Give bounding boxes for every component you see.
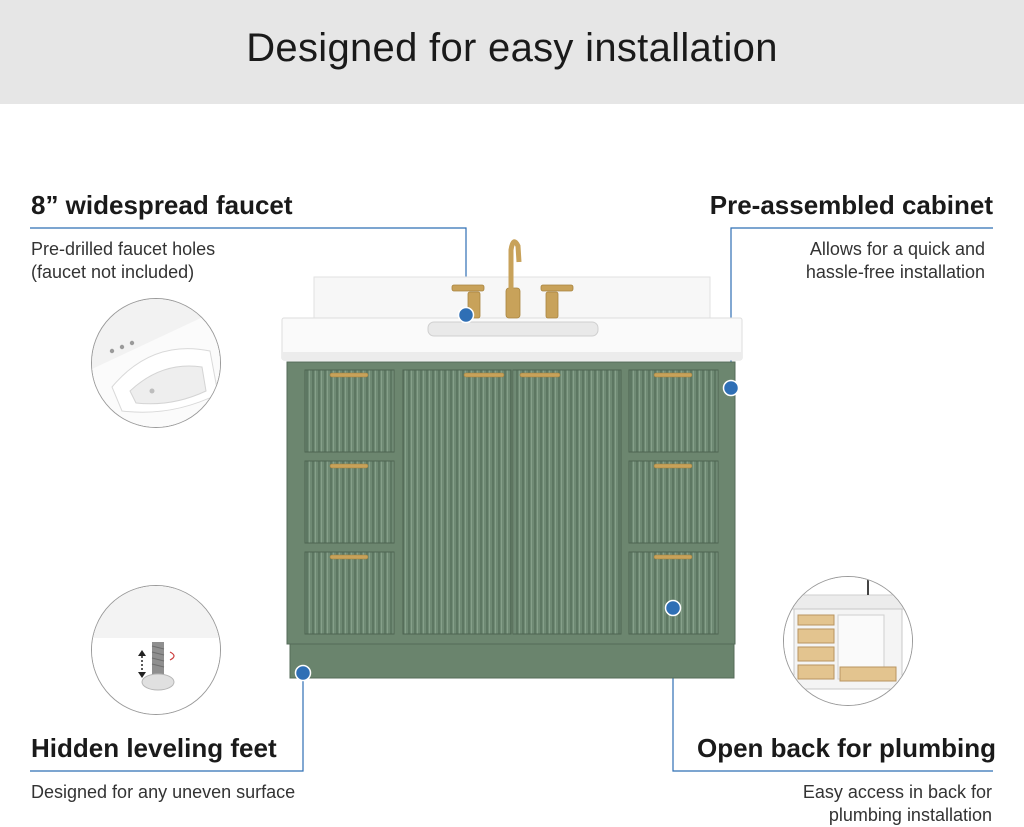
feet-title: Hidden leveling feet	[31, 733, 277, 763]
faucet-desc-line1: Pre-drilled faucet holes	[31, 239, 216, 259]
center-doors	[402, 369, 622, 635]
faucet-desc: Pre-drilled faucet holes (faucet not inc…	[31, 238, 215, 284]
feet-desc: Designed for any uneven surface	[31, 781, 295, 804]
callout-dots	[294, 306, 740, 682]
cabinet-desc: Allows for a quick and hassle-free insta…	[806, 238, 985, 284]
feet-callout-line	[30, 673, 304, 772]
open-back-detail-image	[783, 576, 913, 706]
faucet-dot	[457, 306, 475, 324]
back-dot	[664, 599, 682, 617]
leveling-foot-detail-image	[91, 585, 221, 715]
back-title: Open back for plumbing	[696, 733, 996, 763]
countertop-edge	[282, 352, 742, 360]
back-desc: Easy access in back for plumbing install…	[803, 781, 992, 827]
toe-kick	[289, 643, 735, 679]
back-desc-line2: plumbing installation	[828, 805, 992, 825]
back-desc-line1: Easy access in back for	[802, 782, 992, 802]
sink-basin	[427, 321, 599, 337]
page-title: Designed for easy installation	[246, 26, 778, 70]
faucet-desc-line2: (faucet not included)	[31, 262, 195, 282]
right-drawers	[628, 369, 719, 635]
cabinet-desc-line1: Allows for a quick and	[809, 239, 985, 259]
brass-handles	[329, 372, 693, 560]
sink-detail-image	[91, 298, 221, 428]
header-banner: Designed for easy installation	[0, 0, 1024, 104]
left-drawers	[304, 369, 395, 635]
feet-dot	[294, 664, 312, 682]
cabinet-title: Pre-assembled cabinet	[709, 190, 993, 220]
faucet-title: 8” widespread faucet	[31, 190, 293, 220]
cabinet-desc-line2: hassle-free installation	[805, 262, 985, 282]
cabinet-dot	[722, 379, 740, 397]
feet-desc-line1: Designed for any uneven surface	[31, 782, 296, 802]
cabinet-callout-line	[730, 227, 993, 388]
